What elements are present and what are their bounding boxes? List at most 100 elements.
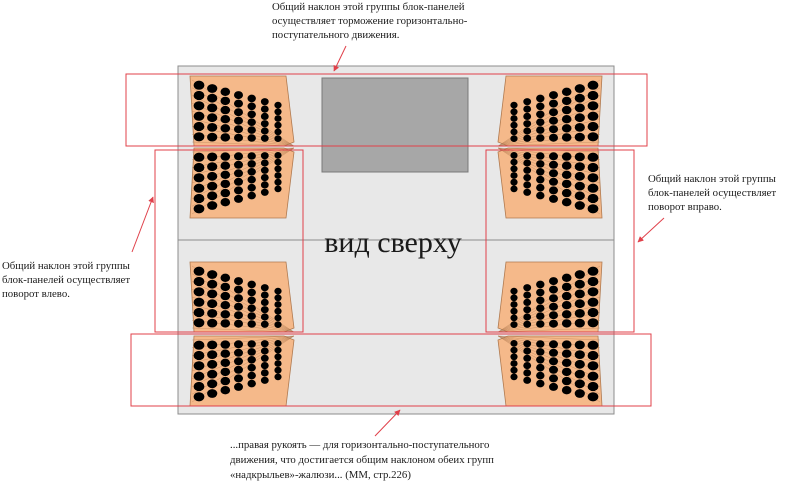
note-left: Общий наклон этой группы блок-панелей ос… — [2, 260, 133, 300]
blade-hole — [587, 287, 599, 297]
blade-hole — [193, 111, 205, 121]
blade-hole — [234, 99, 243, 108]
blade-hole — [193, 132, 205, 142]
blade-hole — [587, 266, 599, 276]
blade-hole — [587, 371, 599, 381]
blade-hole — [587, 111, 599, 121]
blade-hole — [260, 347, 269, 355]
blade-hole — [260, 291, 269, 299]
blade-hole — [587, 90, 599, 101]
blade-hole — [220, 367, 231, 377]
blade-hole — [234, 125, 243, 134]
blade-hole — [574, 318, 585, 328]
blade-hole — [274, 178, 282, 186]
blade-hole — [193, 204, 205, 214]
blade-hole — [510, 101, 518, 109]
blade-hole — [574, 152, 585, 162]
blade-hole — [574, 123, 585, 132]
blade-hole — [587, 318, 599, 328]
blade-hole — [260, 174, 269, 182]
note-right-line: блок-панелей осуществляет — [648, 187, 776, 199]
blade-rib — [191, 141, 295, 147]
blade-hole — [561, 376, 572, 386]
blade-hole — [274, 135, 282, 143]
blade-hole — [220, 301, 231, 310]
blade-hole — [193, 183, 205, 193]
blade-hole — [247, 296, 256, 305]
blade-hole — [234, 357, 243, 366]
blade-hole — [549, 294, 558, 303]
blade-hole — [234, 116, 243, 125]
blade-hole — [536, 191, 545, 200]
blade-hole — [247, 348, 256, 356]
blade-hole — [587, 101, 599, 111]
blade-hole — [234, 285, 243, 294]
blade-hole — [274, 346, 282, 354]
blade-hole — [536, 280, 545, 289]
blade-hole — [234, 311, 243, 320]
blade-hole — [193, 287, 205, 297]
blade-hole — [220, 124, 231, 133]
blade-hole — [549, 160, 558, 169]
blade-hole — [510, 115, 518, 122]
blade-hole — [510, 121, 518, 129]
blade-hole — [207, 309, 218, 318]
blade-hole — [574, 379, 585, 389]
blade-hole — [561, 96, 572, 106]
blade-hole — [561, 152, 572, 161]
blade-hole — [587, 381, 599, 392]
blade-hole — [274, 307, 282, 315]
note-top-line: Общий наклон этой группы блок-панелей — [272, 1, 465, 13]
blade-hole — [587, 162, 599, 173]
blade-hole — [234, 302, 243, 311]
blade-hole — [260, 306, 269, 314]
blade-hole — [220, 273, 231, 282]
blade-hole — [510, 373, 518, 381]
blade-hole — [260, 120, 269, 128]
blade-hole — [220, 133, 231, 142]
blade-hole — [193, 392, 205, 402]
note-bottom: ...правая рукоять — для горизонтально-по… — [230, 439, 497, 481]
blade-hole — [549, 277, 558, 286]
blade-hole — [274, 185, 282, 193]
blade-hole — [234, 319, 243, 328]
blade-hole — [523, 313, 532, 321]
blade-hole — [561, 188, 572, 198]
blade-hole — [274, 158, 282, 166]
blade-hole — [207, 318, 218, 328]
blade-hole — [207, 359, 218, 369]
blade-hole — [260, 284, 269, 292]
blade-hole — [523, 134, 532, 142]
blade-hole — [587, 152, 599, 162]
blade-hole — [523, 105, 532, 113]
blade-hole — [536, 126, 545, 134]
blade-hole — [193, 318, 205, 328]
note-top-line: поступательного движения. — [272, 29, 399, 41]
blade-hole — [587, 173, 599, 183]
blade-hole — [536, 183, 545, 192]
blade-hole — [274, 101, 282, 109]
blade-hole — [561, 273, 572, 282]
blade-hole — [207, 93, 218, 103]
blade-hole — [536, 94, 545, 103]
blade-hole — [220, 105, 231, 115]
blade-hole — [247, 363, 256, 372]
blade-hole — [220, 115, 231, 124]
blade-hole — [220, 386, 231, 395]
blade-hole — [234, 382, 243, 391]
blade-hole — [549, 319, 558, 328]
note-right-line: поворот вправо. — [648, 201, 722, 213]
blade-hole — [220, 376, 231, 386]
blade-hole — [510, 158, 518, 166]
blade-hole — [549, 133, 558, 142]
blade-panel — [189, 75, 295, 147]
blade-hole — [274, 128, 282, 136]
highlight-right-group — [485, 149, 635, 333]
blade-hole — [260, 298, 269, 306]
blade-hole — [207, 340, 218, 350]
highlight-top-group — [125, 73, 648, 147]
blade-hole — [523, 159, 532, 167]
blade-hole — [193, 381, 205, 392]
blade-hole — [574, 289, 585, 299]
blade-hole — [510, 287, 518, 295]
